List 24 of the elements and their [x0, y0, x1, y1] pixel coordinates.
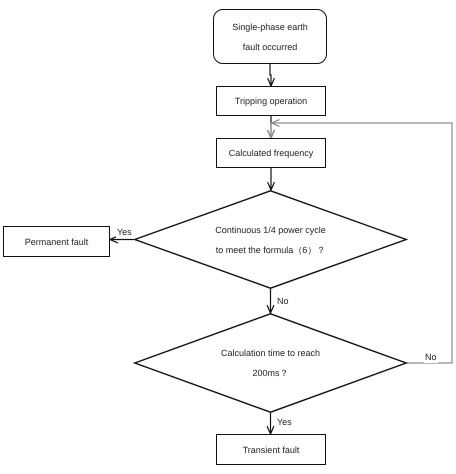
node-text: Single-phase earth fault occurred: [231, 20, 309, 54]
arrow: [266, 413, 274, 435]
node-text: Transient fault: [242, 444, 300, 456]
process-box: [3, 226, 110, 257]
node-text: Calculation time to reach 200ms？: [220, 347, 322, 380]
arrow: [109, 236, 134, 244]
node-text: Tripping operation: [234, 95, 308, 108]
arrow: [267, 64, 275, 87]
arrow: [266, 289, 274, 314]
decision-diamond: [134, 313, 407, 413]
node-text: Continuous 1/4 power cycle to meet the formula（6）？: [214, 224, 327, 256]
edge-label: Yes: [116, 227, 133, 238]
loop-back-arrow: [267, 119, 453, 364]
edge-label: Yes: [276, 417, 293, 428]
process-box: [216, 434, 326, 465]
terminal-box: [213, 9, 327, 64]
process-box: [216, 138, 326, 168]
node-text: Calculated frequency: [228, 147, 314, 160]
arrow: [267, 168, 275, 191]
edge-label: No: [276, 296, 290, 307]
decision-diamond: [134, 190, 407, 289]
edge-label: No: [424, 352, 438, 363]
process-box: [216, 86, 326, 116]
node-text: Permanent fault: [24, 236, 90, 248]
